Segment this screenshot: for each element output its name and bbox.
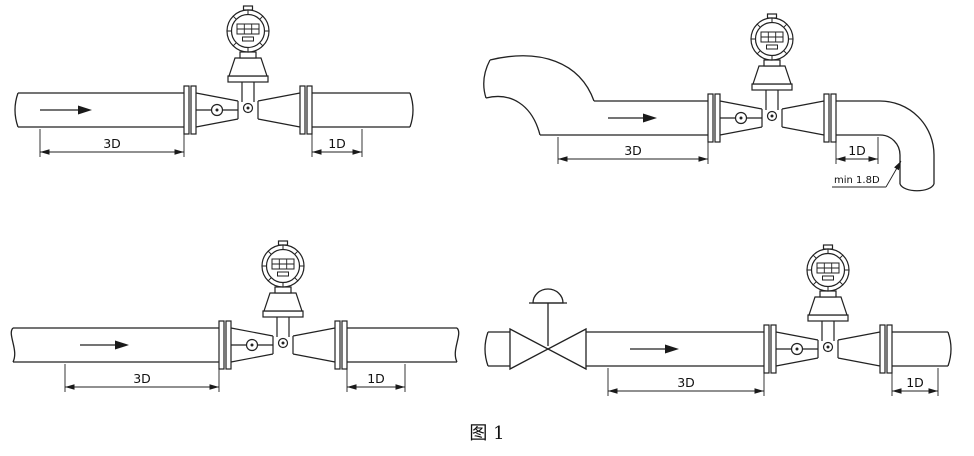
pipe [14,92,414,128]
figure-caption: 图 1 [469,423,505,444]
dim-label-1d: 1D [906,375,924,390]
flow-arrow [630,344,679,354]
diagram-elbow-run-top: 3D 1D min 1.8D [483,13,935,192]
dim-label-3d: 3D [133,371,151,386]
dim-label-1d: 1D [848,143,866,158]
dimension-3d: 3D [557,137,709,164]
flow-arrow [40,105,92,115]
flowmeter [707,13,837,143]
diagram-valve-run-bottom: 3D 1D [484,244,952,396]
diagram-straight-run-bottom: 3D 1D [10,240,460,392]
flowmeter [183,5,313,135]
inlet-elbow [483,55,595,136]
dim-label-3d: 3D [103,136,121,151]
flowmeter [763,244,893,374]
control-valve [509,288,587,371]
pipe [540,100,880,136]
pipe [484,331,952,367]
flow-arrow [80,340,129,350]
dim-label-1d: 1D [367,371,385,386]
dim-label-3d: 3D [624,143,642,158]
flowmeter [218,240,348,370]
outlet-elbow-down [879,100,935,192]
note-min-1-8d: min 1.8D [834,175,880,186]
flow-arrow [608,113,657,123]
diagram-straight-run-top: 3D 1D [14,5,414,157]
leader-note-min-drop: min 1.8D [832,160,902,188]
dim-label-1d: 1D [328,136,346,151]
dimension-1d: 1D [891,368,939,396]
pipe [10,327,460,363]
dimension-3d: 3D [39,129,185,157]
dimension-3d: 3D [607,368,765,396]
dimension-1d: 1D [835,137,879,164]
dimension-1d: 1D [346,364,406,392]
dimension-3d: 3D [64,364,220,392]
dimension-1d: 1D [311,129,363,157]
dim-label-3d: 3D [677,375,695,390]
